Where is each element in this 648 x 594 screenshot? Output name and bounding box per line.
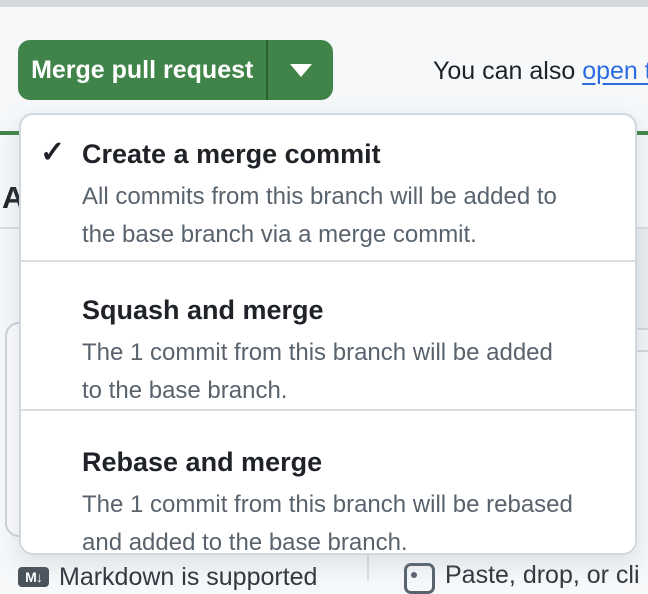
menu-item-description: The 1 commit from this branch will be re…	[82, 491, 573, 556]
top-border-bar	[0, 0, 648, 7]
menu-item-squash-and-merge[interactable]: Squash and merge The 1 commit from this …	[21, 260, 635, 409]
menu-item-rebase-and-merge[interactable]: Rebase and merge The 1 commit from this …	[21, 409, 635, 556]
menu-item-title: Rebase and merge	[82, 447, 323, 477]
menu-item-create-merge-commit[interactable]: ✓ Create a merge commit All commits from…	[21, 115, 635, 260]
merge-options-menu: ✓ Create a merge commit All commits from…	[19, 113, 637, 556]
merge-pull-request-button[interactable]: Merge pull request	[31, 56, 254, 84]
menu-item-description: All commits from this branch will be add…	[82, 183, 557, 248]
merge-options-dropdown-button[interactable]	[266, 40, 333, 100]
check-icon: ✓	[40, 136, 66, 169]
open-command-line-link[interactable]: open t	[582, 57, 648, 85]
menu-item-title: Create a merge commit	[82, 139, 381, 169]
attach-file-icon	[404, 563, 435, 594]
merge-aside-text: You can also open t	[433, 57, 648, 93]
menu-item-title: Squash and merge	[82, 295, 324, 325]
attach-files-button[interactable]: Paste, drop, or cli	[404, 561, 648, 594]
merge-button-group: Merge pull request	[18, 40, 333, 100]
markdown-note-text: Markdown is supported	[59, 563, 318, 591]
footer-divider	[367, 554, 369, 580]
comment-toolbar-edge	[637, 332, 648, 352]
markdown-icon: M↓	[18, 567, 49, 587]
menu-item-description: The 1 commit from this branch will be ad…	[82, 339, 553, 404]
aside-prefix: You can also	[433, 57, 583, 85]
markdown-supported-link[interactable]: M↓ Markdown is supported	[18, 563, 317, 592]
attach-note-text: Paste, drop, or cli	[445, 561, 640, 589]
comment-tabs-edge	[637, 229, 648, 330]
chevron-down-icon	[289, 63, 312, 77]
